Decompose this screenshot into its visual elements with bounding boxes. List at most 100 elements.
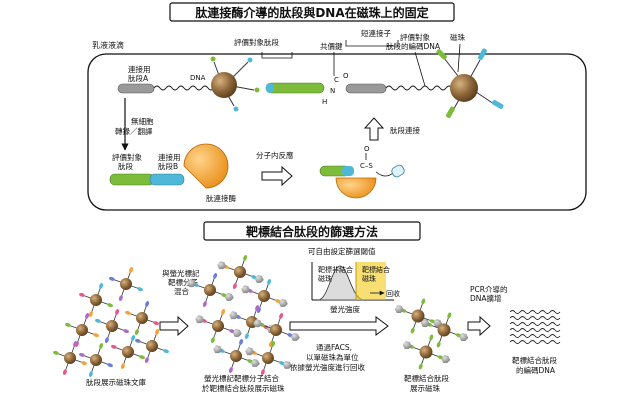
covalent-label: 共價鍵 <box>320 41 343 51</box>
target-molecule-icon <box>187 279 197 288</box>
mix-line1: 與螢光標記 <box>162 268 200 278</box>
selected-line2: 展示磁珠 <box>410 383 440 393</box>
target-molecule-icon <box>213 345 223 354</box>
encoding-dna-line1: 評價對象 <box>400 32 430 42</box>
fluorescence-histogram <box>311 262 394 301</box>
section1-title-box: 肽連接酶介導的肽段與DNA在磁珠上的固定 <box>169 2 455 22</box>
dna-strand-left <box>153 85 215 91</box>
encoding-dna-line2: 肽段的編碼DNA <box>386 41 441 51</box>
display-bead <box>195 309 242 343</box>
intramolecular-label: 分子内反應 <box>256 150 294 160</box>
display-bead <box>109 267 143 301</box>
intermediate-linker <box>342 166 354 176</box>
peptide-ligase <box>183 143 229 189</box>
display-bead <box>253 313 300 347</box>
final-line1: 靶標結合肽段 <box>512 355 557 365</box>
library-beads <box>53 267 169 377</box>
display-bead <box>79 343 113 377</box>
pcr-line1: PCR介導的 <box>470 284 507 294</box>
display-bead <box>95 309 129 343</box>
ligation-label: 肽段連接 <box>390 125 420 135</box>
eval-peptide-line1: 評價對象 <box>112 152 142 162</box>
display-bead <box>187 273 234 307</box>
display-bead <box>53 341 87 375</box>
target-molecule-icon <box>441 355 451 364</box>
short-linker-label: 短連接子 <box>361 28 391 38</box>
chem-cs: C–S <box>360 162 373 170</box>
eval-peptide-line2: 肽段 <box>118 161 133 171</box>
pcr-arrow <box>467 315 491 337</box>
intermediate-ligase <box>335 177 377 199</box>
selected-line1: 靶標結合肽段 <box>404 373 449 383</box>
selected-beads <box>394 298 469 370</box>
peptide-a <box>117 83 155 94</box>
display-bead <box>217 255 264 289</box>
mix-line3: 混合 <box>174 286 189 296</box>
amplified-dna <box>509 310 561 344</box>
dna-copy <box>509 328 561 332</box>
facs-arrow <box>289 316 389 336</box>
peptide-b-line2: 肽段B <box>158 161 178 171</box>
intermediate-tag <box>391 164 405 178</box>
dna-label: DNA <box>190 74 206 82</box>
facs-line1: 通過FACS, <box>316 342 352 352</box>
recover-label: 回收 <box>386 289 400 298</box>
bound-line1: 螢光標記靶標分子結合 <box>204 373 279 383</box>
nonbinding-line1: 靶標非結合 <box>318 265 353 274</box>
section2-title: 靶標結合肽段的篩選方法 <box>246 224 378 239</box>
product-eval-peptide <box>265 82 325 94</box>
target-molecule-icon <box>195 315 205 324</box>
target-molecule-icon <box>250 358 260 367</box>
display-bead <box>79 283 113 317</box>
peptide-b-line1: 連接用 <box>158 152 181 162</box>
display-bead <box>420 312 469 348</box>
dna-copy <box>509 322 561 326</box>
bead-label: 磁珠 <box>450 32 465 42</box>
nonbinding-line2: 磁珠 <box>318 274 332 283</box>
target-molecule-icon <box>278 298 288 307</box>
dna-copy <box>509 316 561 320</box>
final-line2: 的編碼DNA <box>516 365 556 375</box>
target-molecule-icon <box>241 285 251 294</box>
section1-title: 肽連接酶介導的肽段與DNA在磁珠上的固定 <box>195 5 428 20</box>
display-bead <box>394 298 443 334</box>
peptide-b-bar <box>149 173 185 186</box>
cellfree-line2: 轉錄／翻譯 <box>115 126 153 136</box>
target-molecule-icon <box>232 328 242 337</box>
bound-line2: 於靶標結合肽段展示磁珠 <box>202 383 285 393</box>
bead-right <box>436 48 504 118</box>
binding-line2: 磁珠 <box>362 274 376 283</box>
chem-n: N <box>330 87 335 95</box>
chem-o2: O <box>364 145 370 153</box>
mix-arrow <box>159 315 189 337</box>
target-molecule-icon <box>217 261 227 270</box>
target-molecule-icon <box>459 333 469 342</box>
target-molecule-icon <box>229 311 239 320</box>
bound-beads <box>187 255 300 375</box>
ligation-arrow <box>363 117 385 141</box>
reaction-arrow <box>261 165 293 187</box>
target-molecule-icon <box>245 347 255 356</box>
bead-left <box>210 56 260 112</box>
binding-line1: 靶標結合 <box>362 265 390 274</box>
fluor-axis-label: 螢光強度 <box>330 304 360 314</box>
chem-h: H <box>322 98 327 106</box>
target-molecule-icon <box>254 274 264 283</box>
display-bead <box>402 334 451 370</box>
threshold-label: 可自由設定篩選閾值 <box>308 246 376 256</box>
facs-line2: 以單磁珠為單位 <box>306 352 359 362</box>
cellfree-line1: 無細胞 <box>131 116 154 126</box>
eval-peptide-bar <box>109 173 155 186</box>
peptide-a-line1: 連接用 <box>128 64 151 74</box>
product-peptide-tip <box>266 83 274 93</box>
target-molecule-icon <box>420 318 430 327</box>
display-bead <box>135 329 169 363</box>
target-molecule-icon <box>282 360 292 369</box>
ligase-label: 肽連接酶 <box>206 193 236 203</box>
display-bead <box>65 313 99 347</box>
library-label: 肽段展示磁珠文庫 <box>86 377 146 387</box>
display-bead <box>125 301 159 335</box>
dna-copy <box>509 334 561 338</box>
display-bead <box>245 341 292 375</box>
